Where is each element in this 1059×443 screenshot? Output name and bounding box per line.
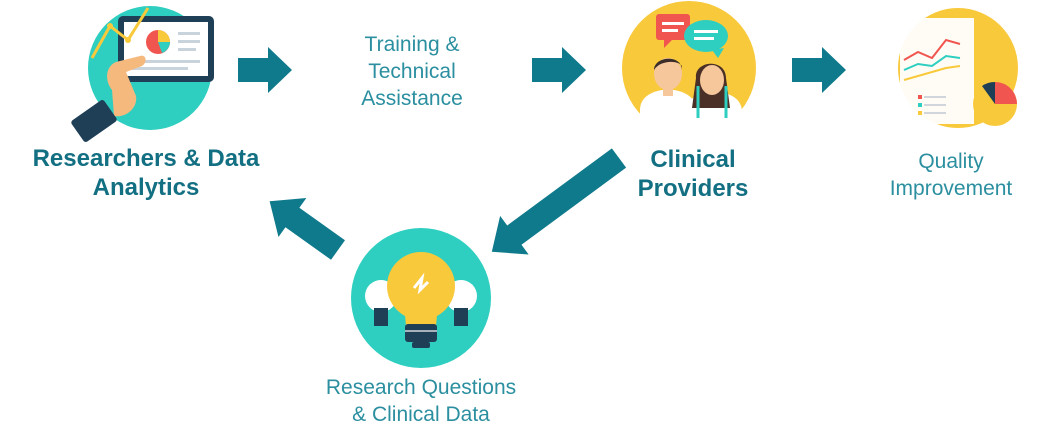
- label-clinical: Clinical Providers: [637, 146, 749, 202]
- label-training: Training & Technical Assistance: [361, 33, 463, 110]
- arrow-clinical-to-research-questions: [491, 148, 627, 255]
- label-quality: Quality Improvement: [889, 150, 1013, 200]
- arrow-clinical-to-quality: [792, 47, 846, 93]
- label-researchers: Researchers & Data Analytics: [32, 145, 260, 201]
- report-chart-icon: [898, 8, 1018, 128]
- doctors-icon: [622, 1, 756, 135]
- tablet-chart-icon: [71, 6, 214, 142]
- arrow-researchers-to-training: [238, 47, 292, 93]
- label-research-questions: Research Questions & Clinical Data: [325, 376, 517, 426]
- arrow-research-questions-to-researchers: [269, 197, 345, 260]
- lightbulb-icon: [351, 228, 491, 368]
- arrow-training-to-clinical: [532, 47, 586, 93]
